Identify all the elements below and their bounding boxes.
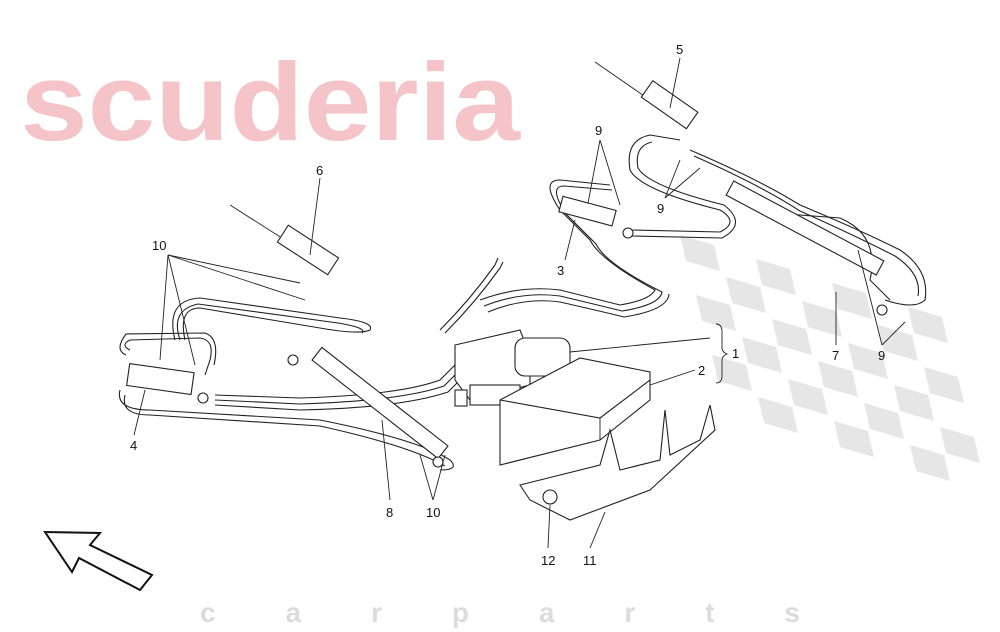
pump-unit	[454, 329, 571, 407]
flag-square	[910, 445, 950, 481]
leader-lines	[133, 57, 906, 549]
flag-square	[818, 361, 858, 397]
flag-square	[726, 277, 766, 313]
flag-square	[680, 235, 720, 271]
flag-square	[758, 397, 798, 433]
callout-4: 4	[130, 438, 137, 453]
flag-square	[834, 421, 874, 457]
callout-9: 9	[878, 348, 885, 363]
callout-7: 7	[832, 348, 839, 363]
flag-square	[908, 307, 948, 343]
callout-9: 9	[595, 123, 602, 138]
actuator-7	[725, 180, 888, 316]
flag-square	[940, 427, 980, 463]
callout-10: 10	[426, 505, 440, 520]
callout-2: 2	[698, 363, 705, 378]
cylinder-4	[126, 363, 209, 404]
watermark-subtext: c a r p a r t s	[200, 597, 800, 628]
flag-square	[832, 283, 872, 319]
flag-square	[696, 295, 736, 331]
callout-12: 12	[541, 553, 555, 568]
checkered-flag-watermark	[680, 235, 980, 481]
flag-square	[802, 301, 842, 337]
flag-square	[864, 403, 904, 439]
callout-11: 11	[583, 553, 597, 568]
callout-3: 3	[557, 263, 564, 278]
arrow-forward-icon	[43, 530, 154, 592]
flag-square	[894, 385, 934, 421]
flag-square	[878, 325, 918, 361]
hydraulic-pipes	[118, 134, 927, 471]
gas-strut-6	[229, 204, 340, 276]
callout-6: 6	[316, 163, 323, 178]
callout-10: 10	[152, 238, 166, 253]
callout-8: 8	[386, 505, 393, 520]
reservoir-2	[499, 357, 651, 466]
callout-labels: 5 9 9 6 10 3 1 2 7 9 4 8 10 12 11	[130, 42, 885, 568]
flag-square	[772, 319, 812, 355]
cylinder-3	[558, 195, 634, 239]
callout-5: 5	[676, 42, 683, 57]
flag-square	[742, 337, 782, 373]
bracket-11	[519, 404, 716, 521]
callout-9: 9	[657, 201, 664, 216]
callout-1: 1	[732, 346, 739, 361]
flag-square	[848, 343, 888, 379]
watermark-text: scuderia	[20, 41, 521, 164]
flag-square	[788, 379, 828, 415]
flag-square	[924, 367, 964, 403]
actuator-8	[287, 346, 449, 468]
flag-square	[756, 259, 796, 295]
gas-strut-5	[594, 61, 699, 130]
